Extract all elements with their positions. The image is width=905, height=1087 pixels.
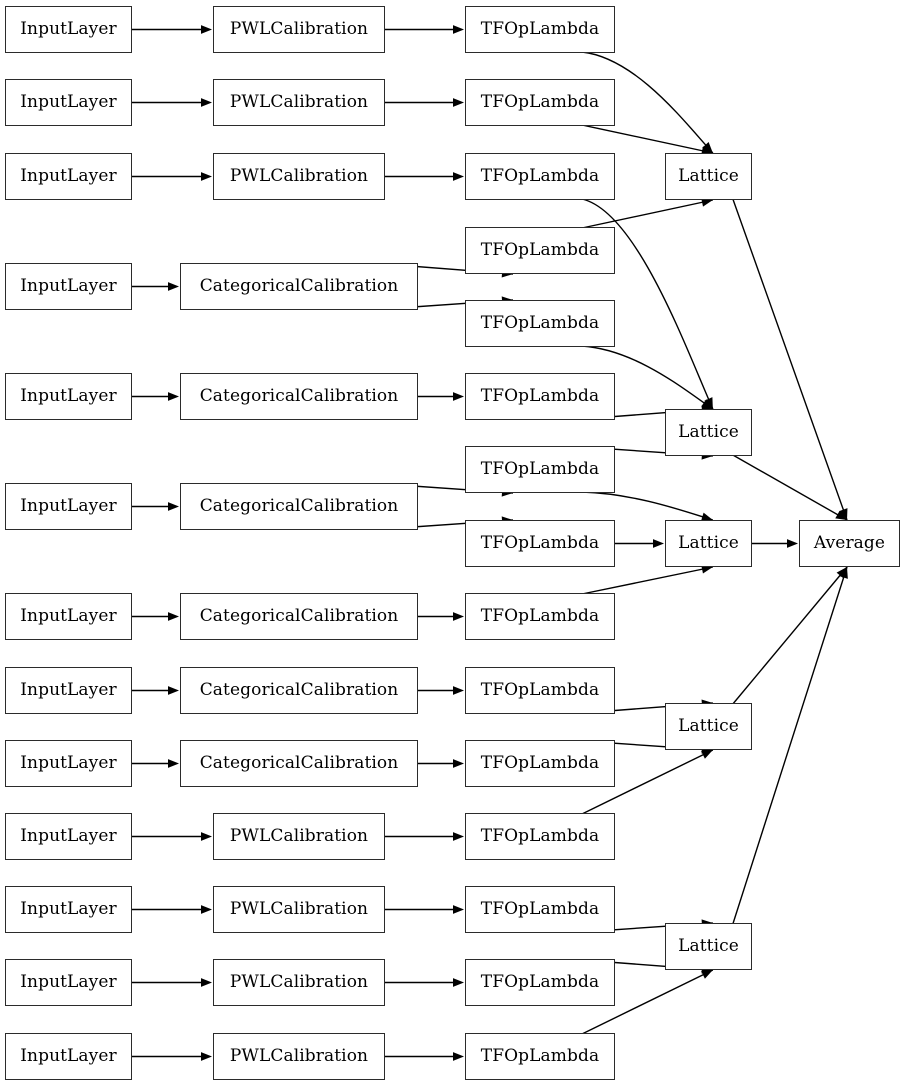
node-tfop-op1: TFOpLambda bbox=[465, 6, 615, 53]
arrowhead-in9-to-cal9 bbox=[168, 759, 179, 768]
node-tfop-op4: TFOpLambda bbox=[465, 227, 615, 274]
arrowhead-cal10-to-op12 bbox=[453, 832, 464, 841]
arrowhead-cal3-to-op3 bbox=[453, 172, 464, 181]
arrowhead-op3-to-lat2 bbox=[704, 397, 713, 409]
node-tfop-op15: TFOpLambda bbox=[465, 1033, 615, 1080]
node-tfop-op13: TFOpLambda bbox=[465, 886, 615, 933]
node-input-in1: InputLayer bbox=[5, 6, 132, 53]
node-input-in9: InputLayer bbox=[5, 740, 132, 787]
edge-lat4-to-avg bbox=[732, 566, 848, 705]
node-lattice-lat1: Lattice bbox=[665, 153, 752, 200]
arrowhead-op12-to-lat4 bbox=[701, 750, 713, 759]
arrowhead-op15-to-lat5 bbox=[701, 970, 713, 979]
node-average-avg: Average bbox=[799, 520, 900, 567]
node-categorical-cal5: CategoricalCalibration bbox=[180, 373, 418, 420]
arrowhead-in6-to-cal6 bbox=[168, 502, 179, 511]
arrowhead-cal12-to-op14 bbox=[453, 978, 464, 987]
node-input-in6: InputLayer bbox=[5, 483, 132, 530]
edge-op2-to-lat1 bbox=[581, 124, 713, 154]
arrowhead-in10-to-cal10 bbox=[201, 832, 212, 841]
arrowhead-op8-to-lat3 bbox=[653, 539, 664, 548]
arrowhead-in7-to-cal7 bbox=[168, 612, 179, 621]
node-tfop-op7: TFOpLambda bbox=[465, 446, 615, 493]
arrowhead-in12-to-cal12 bbox=[201, 978, 212, 987]
edge-lat2-to-avg bbox=[732, 454, 848, 521]
arrowhead-in3-to-cal3 bbox=[201, 172, 212, 181]
node-tfop-op8: TFOpLambda bbox=[465, 520, 615, 567]
node-categorical-cal9: CategoricalCalibration bbox=[180, 740, 418, 787]
node-categorical-cal6: CategoricalCalibration bbox=[180, 483, 418, 530]
edge-op7-to-lat3 bbox=[581, 491, 714, 521]
arrowhead-in11-to-cal11 bbox=[201, 905, 212, 914]
node-tfop-op2: TFOpLambda bbox=[465, 79, 615, 126]
arrowhead-lat3-to-avg bbox=[787, 539, 798, 548]
arrowhead-cal1-to-op1 bbox=[453, 25, 464, 34]
edge-lat1-to-avg bbox=[732, 198, 848, 521]
arrowhead-lat5-to-avg bbox=[839, 567, 848, 579]
node-input-in8: InputLayer bbox=[5, 667, 132, 714]
node-pwl-cal1: PWLCalibration bbox=[213, 6, 385, 53]
node-tfop-op10: TFOpLambda bbox=[465, 667, 615, 714]
arrowhead-in8-to-cal8 bbox=[168, 686, 179, 695]
edge-op9-to-lat3 bbox=[581, 566, 713, 595]
arrowhead-lat1-to-avg bbox=[839, 508, 848, 520]
node-categorical-cal7: CategoricalCalibration bbox=[180, 593, 418, 640]
node-input-in4: InputLayer bbox=[5, 263, 132, 310]
node-tfop-op6: TFOpLambda bbox=[465, 373, 615, 420]
arrowhead-cal2-to-op2 bbox=[453, 98, 464, 107]
arrowhead-in1-to-cal1 bbox=[201, 25, 212, 34]
node-input-in12: InputLayer bbox=[5, 959, 132, 1006]
node-tfop-op9: TFOpLambda bbox=[465, 593, 615, 640]
node-input-in13: InputLayer bbox=[5, 1033, 132, 1080]
node-lattice-lat3: Lattice bbox=[665, 520, 752, 567]
node-lattice-lat2: Lattice bbox=[665, 409, 752, 456]
arrowhead-in2-to-cal2 bbox=[201, 98, 212, 107]
node-tfop-op11: TFOpLambda bbox=[465, 740, 615, 787]
node-input-in5: InputLayer bbox=[5, 373, 132, 420]
node-input-in7: InputLayer bbox=[5, 593, 132, 640]
node-input-in10: InputLayer bbox=[5, 813, 132, 860]
node-pwl-cal12: PWLCalibration bbox=[213, 959, 385, 1006]
node-categorical-cal8: CategoricalCalibration bbox=[180, 667, 418, 714]
node-pwl-cal11: PWLCalibration bbox=[213, 886, 385, 933]
node-lattice-lat4: Lattice bbox=[665, 703, 752, 750]
arrowhead-cal8-to-op10 bbox=[453, 686, 464, 695]
arrowhead-op5-to-lat2 bbox=[701, 399, 713, 409]
arrowhead-op1-to-lat1 bbox=[702, 141, 713, 153]
arrowhead-cal11-to-op13 bbox=[453, 905, 464, 914]
node-input-in2: InputLayer bbox=[5, 79, 132, 126]
node-tfop-op3: TFOpLambda bbox=[465, 153, 615, 200]
arrowhead-in4-to-cal4 bbox=[168, 282, 179, 291]
arrowhead-lat4-to-avg bbox=[836, 567, 847, 579]
node-categorical-cal4: CategoricalCalibration bbox=[180, 263, 418, 310]
node-input-in3: InputLayer bbox=[5, 153, 132, 200]
arrowhead-cal5-to-op6 bbox=[453, 392, 464, 401]
edge-op4-to-lat1 bbox=[581, 199, 713, 229]
arrowhead-cal13-to-op15 bbox=[453, 1052, 464, 1061]
node-tfop-op14: TFOpLambda bbox=[465, 959, 615, 1006]
node-pwl-cal2: PWLCalibration bbox=[213, 79, 385, 126]
arrowhead-in5-to-cal5 bbox=[168, 392, 179, 401]
node-tfop-op12: TFOpLambda bbox=[465, 813, 615, 860]
arrowhead-lat2-to-avg bbox=[835, 510, 847, 520]
node-pwl-cal13: PWLCalibration bbox=[213, 1033, 385, 1080]
node-tfop-op5: TFOpLambda bbox=[465, 300, 615, 347]
arrowhead-cal9-to-op11 bbox=[453, 759, 464, 768]
node-pwl-cal10: PWLCalibration bbox=[213, 813, 385, 860]
node-input-in11: InputLayer bbox=[5, 886, 132, 933]
node-pwl-cal3: PWLCalibration bbox=[213, 153, 385, 200]
node-lattice-lat5: Lattice bbox=[665, 923, 752, 970]
arrowhead-cal7-to-op9 bbox=[453, 612, 464, 621]
arrowhead-in13-to-cal13 bbox=[201, 1052, 212, 1061]
